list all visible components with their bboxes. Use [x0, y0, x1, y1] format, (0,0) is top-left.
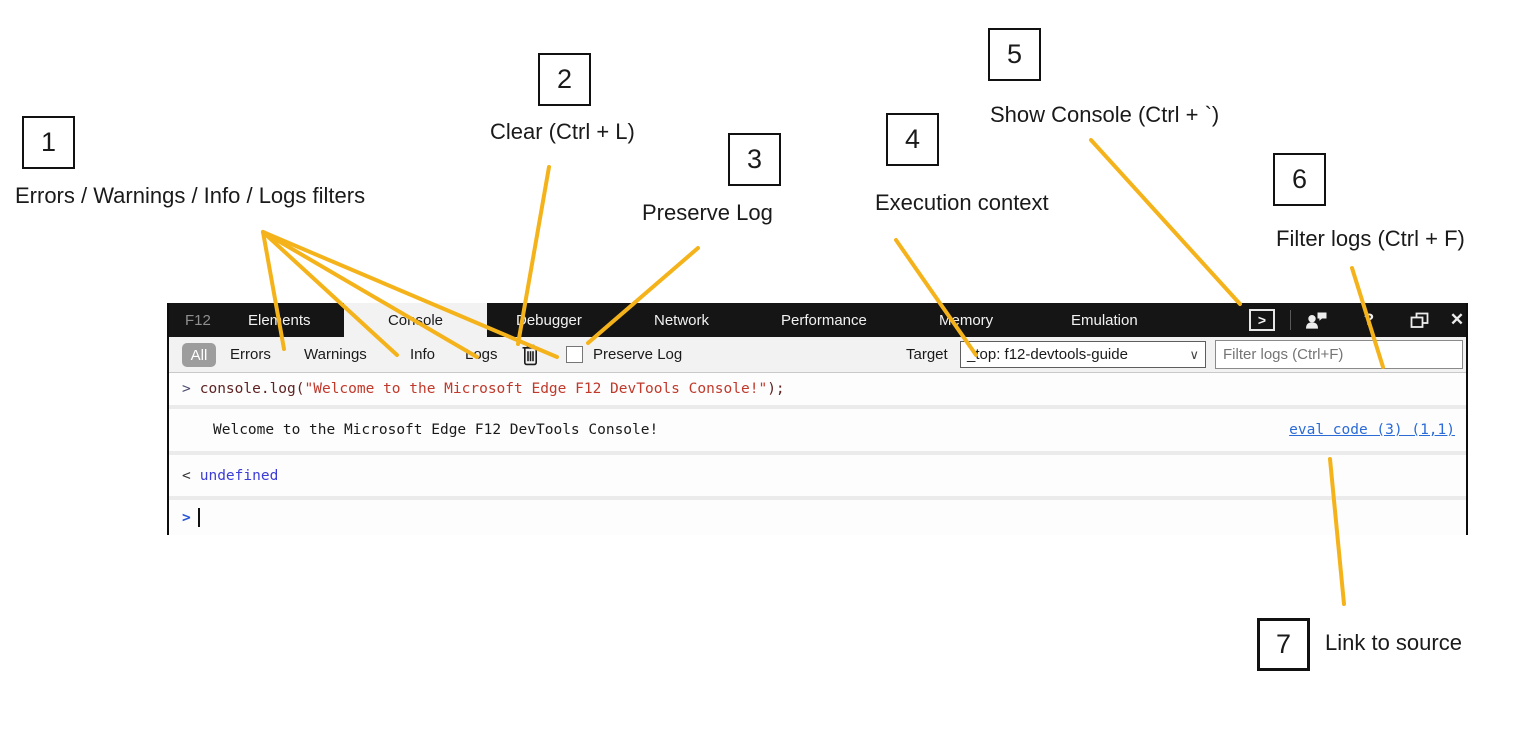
console-result-row: < undefined [169, 455, 1466, 500]
input-echo-string: "Welcome to the Microsoft Edge F12 DevTo… [304, 381, 768, 397]
filter-logs-button[interactable]: Logs [465, 346, 498, 363]
console-prompt-row[interactable]: > [169, 500, 1466, 535]
callout-box-2: 2 [538, 53, 591, 106]
preserve-log-label: Preserve Log [593, 346, 683, 363]
tab-console[interactable]: Console [344, 303, 487, 337]
tab-performance[interactable]: Performance [781, 311, 867, 329]
filter-errors-button[interactable]: Errors [230, 346, 271, 363]
callout-number: 3 [746, 144, 763, 174]
clear-console-icon[interactable] [521, 337, 540, 372]
unpin-window-icon[interactable] [1405, 303, 1433, 337]
tab-network[interactable]: Network [654, 311, 710, 329]
filter-logs-input[interactable] [1215, 340, 1463, 369]
tab-elements[interactable]: Elements [248, 311, 311, 329]
callout-number: 4 [904, 124, 921, 154]
console-prompt: > [182, 509, 191, 526]
target-label: Target [906, 346, 948, 363]
show-console-icon[interactable]: > [1246, 303, 1278, 337]
tab-debugger[interactable]: Debugger [516, 311, 582, 329]
callout-label-filters: Errors / Warnings / Info / Logs filters [15, 183, 366, 208]
callout-box-1: 1 [22, 116, 75, 169]
callout-label-filter-logs: Filter logs (Ctrl + F) [1276, 226, 1465, 251]
close-icon[interactable]: ✕ [1445, 303, 1469, 337]
log-message-text: Welcome to the Microsoft Edge F12 DevToo… [213, 422, 659, 438]
source-link[interactable]: eval code (3) (1,1) [1289, 422, 1455, 438]
callout-number: 5 [1006, 39, 1023, 69]
line-to-show-console-icon [1089, 138, 1242, 306]
callout-label-clear: Clear (Ctrl + L) [490, 119, 635, 144]
console-log-message-row: Welcome to the Microsoft Edge F12 DevToo… [169, 409, 1466, 455]
show-console-glyph: > [1257, 312, 1267, 328]
callout-number: 7 [1275, 629, 1292, 659]
callout-box-6: 6 [1273, 153, 1326, 206]
callout-label-link-to-source: Link to source [1325, 630, 1462, 655]
input-echo-code-end: ); [767, 381, 785, 397]
text-cursor [197, 508, 200, 527]
input-echo-code: console.log( [199, 381, 305, 397]
console-input-echo-row: > console.log( "Welcome to the Microsoft… [169, 373, 1466, 409]
callout-box-5: 5 [988, 28, 1041, 81]
callout-label-exec-context: Execution context [875, 190, 1049, 215]
callout-label-show-console: Show Console (Ctrl + `) [990, 102, 1220, 127]
devtools-window: F12 Elements Console Debugger Network Pe… [167, 303, 1468, 535]
help-icon[interactable]: ? [1357, 303, 1381, 337]
result-value: undefined [199, 467, 279, 484]
result-arrow: < [182, 467, 191, 484]
callout-box-7: 7 [1257, 618, 1310, 671]
devtools-titlebar: F12 Elements Console Debugger Network Pe… [169, 303, 1466, 337]
tab-emulation[interactable]: Emulation [1071, 311, 1138, 329]
close-glyph: ✕ [1449, 310, 1465, 329]
tab-f12: F12 [185, 311, 211, 329]
help-glyph: ? [1363, 310, 1375, 329]
execution-context-dropdown[interactable]: _top: f12-devtools-guide ∨ [960, 341, 1206, 368]
input-echo-prompt: > [182, 381, 191, 397]
filter-warnings-button[interactable]: Warnings [304, 346, 367, 363]
callout-label-preserve-log: Preserve Log [642, 200, 773, 225]
callout-box-3: 3 [728, 133, 781, 186]
callout-number: 1 [40, 127, 57, 157]
filter-all-button[interactable]: All [182, 343, 216, 367]
callout-number: 6 [1291, 164, 1308, 194]
preserve-log-checkbox[interactable] [566, 337, 583, 372]
callout-number: 2 [556, 64, 573, 94]
titlebar-divider [1290, 310, 1291, 330]
feedback-icon[interactable] [1299, 303, 1333, 337]
chevron-down-icon: ∨ [1189, 346, 1199, 362]
tab-memory[interactable]: Memory [939, 311, 994, 329]
callout-box-4: 4 [886, 113, 939, 166]
execution-context-value: _top: f12-devtools-guide [967, 346, 1128, 363]
console-toolbar: All Errors Warnings Info Logs Preserve L… [169, 337, 1466, 373]
filter-info-button[interactable]: Info [410, 346, 436, 363]
